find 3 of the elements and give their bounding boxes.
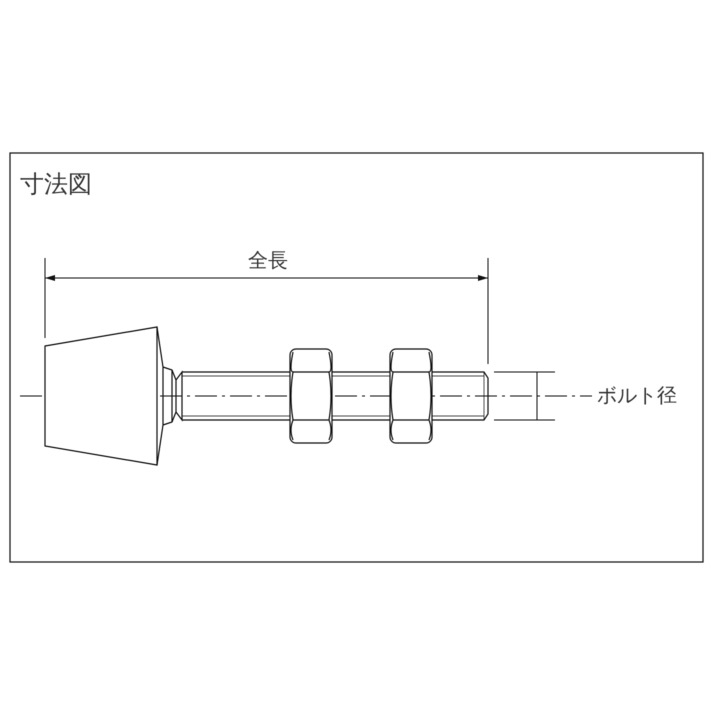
diagram-title: 寸法図 xyxy=(20,172,92,196)
dimension-label: 全長 xyxy=(248,250,288,270)
dimension-label: ボルト径 xyxy=(597,385,677,405)
